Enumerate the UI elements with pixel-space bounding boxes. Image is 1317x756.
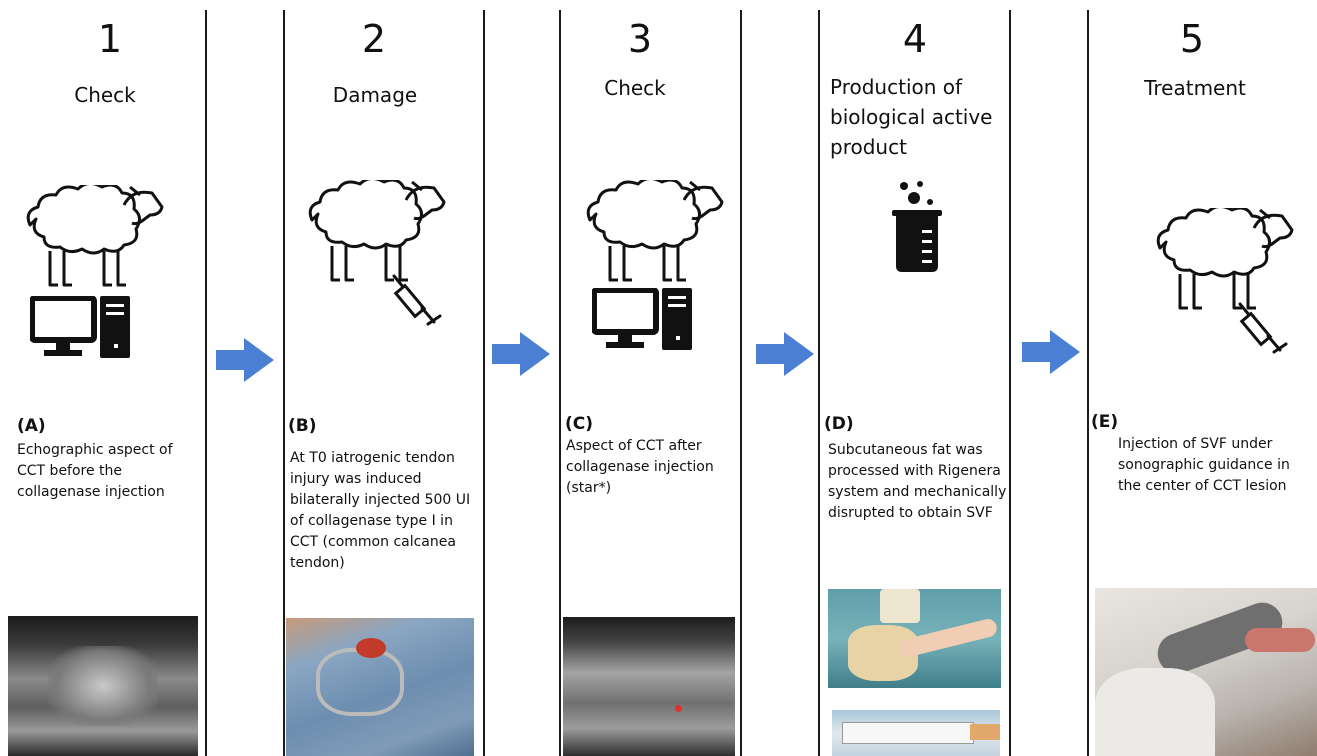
column-divider [740,10,742,756]
step-number: 5 [1179,17,1205,61]
column-divider [483,10,485,756]
sheep-icon [1156,208,1294,310]
step-number: 3 [627,17,653,61]
column-divider [1009,10,1011,756]
step-letter: (C) [565,414,594,434]
step-description: Injection of SVF under sonographic guida… [1118,436,1290,494]
step-letter: (A) [17,416,46,436]
step-number: 1 [97,17,123,61]
step-description: Subcutaneous fat was processed with Rige… [828,442,1007,521]
step-title: Treatment [1144,76,1246,100]
step-letter: (E) [1091,412,1119,432]
step-number: 4 [902,17,928,61]
column-divider [205,10,207,756]
column-divider [559,10,561,756]
surgery-photo [286,618,474,756]
column-divider [283,10,285,756]
step-description: Echographic aspect of CCT before the col… [17,442,173,500]
step-title: Check [604,76,666,100]
arrow-right-icon [492,332,550,376]
syringe-photo [832,710,1000,756]
treatment-photo [1095,588,1317,756]
syringe-icon [392,274,442,326]
step-description: At T0 iatrogenic tendon injury was induc… [290,450,471,571]
fat-processing-photo [828,589,1001,688]
beaker-icon [892,181,942,272]
sheep-icon [26,185,164,287]
arrow-right-icon [1022,330,1080,374]
step-description: Aspect of CCT after collagenase injectio… [566,438,714,496]
step-number: 2 [361,17,387,61]
arrow-right-icon [216,338,274,382]
ultrasound-image [563,617,735,756]
column-divider [818,10,820,756]
computer-icon [30,296,130,358]
sheep-icon [308,180,446,282]
column-divider [1087,10,1089,756]
step-title: Damage [332,83,418,107]
ultrasound-image [8,616,198,756]
sheep-icon [586,180,724,282]
step-letter: (B) [288,416,317,436]
syringe-icon [1238,302,1288,354]
step-title: Production of biological active product [830,75,993,159]
step-letter: (D) [824,414,854,434]
step-title: Check [74,83,136,107]
arrow-right-icon [756,332,814,376]
computer-icon [592,288,692,350]
